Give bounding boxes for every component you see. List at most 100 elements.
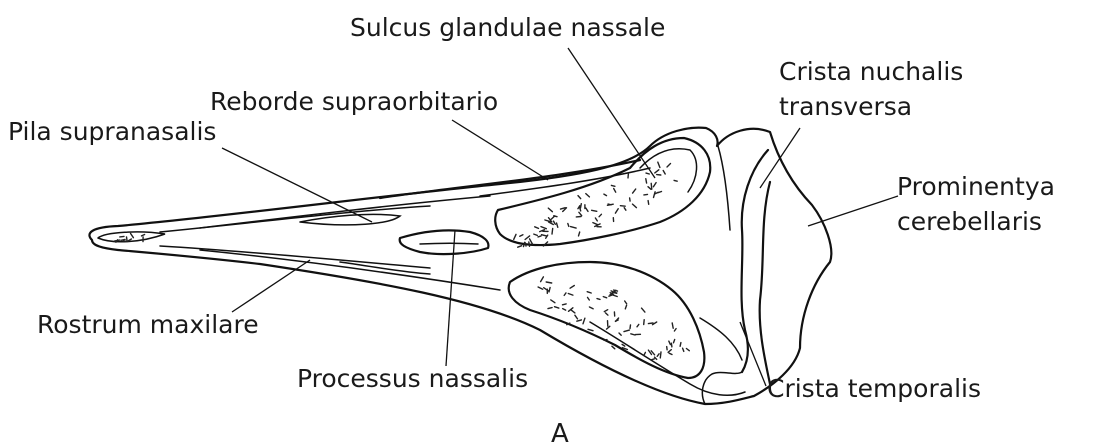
stipple-mark: [648, 323, 653, 324]
stipple-mark: [655, 192, 658, 193]
stipple-mark: [680, 343, 681, 347]
stipple-mark: [674, 340, 675, 343]
stipple-mark: [646, 173, 649, 174]
occipital-ridge: [718, 146, 730, 230]
stipple-mark: [630, 198, 631, 201]
leader-reborde-supraorbitario: [452, 120, 548, 180]
stipple-mark: [525, 243, 526, 246]
stipple-mark: [625, 305, 626, 309]
leader-rostrum-maxilare: [232, 260, 310, 312]
stipple-mark: [653, 183, 656, 187]
stipple-mark: [631, 334, 635, 335]
stipple-mark: [608, 204, 611, 205]
stipple-mark: [583, 318, 585, 324]
stipple-mark: [624, 208, 626, 211]
stipple-mark: [530, 239, 533, 244]
stipple-mark: [633, 189, 636, 193]
stipple-mark: [599, 214, 601, 216]
stipple-mark: [131, 233, 134, 237]
stipple-mark: [612, 346, 615, 349]
stipple-mark: [538, 236, 541, 237]
stipple-mark: [568, 294, 573, 296]
stipple-mark: [644, 352, 646, 355]
stipple-mark: [674, 180, 677, 181]
stipple-mark: [683, 348, 684, 351]
stipple-mark: [577, 320, 582, 321]
stipple-mark: [630, 325, 631, 329]
stipple-mark: [563, 309, 566, 311]
stipple-mark: [644, 194, 648, 195]
stipple-mark: [541, 277, 544, 282]
stipple-mark: [624, 330, 629, 332]
stipple-mark: [657, 354, 659, 357]
stipple-mark: [548, 308, 552, 309]
stipple-mark: [542, 235, 547, 236]
lower-groove: [509, 262, 705, 378]
stipple-mark: [552, 228, 553, 234]
stipple-mark: [644, 320, 645, 325]
stipple-mark: [648, 187, 651, 190]
stipple-mark: [642, 308, 645, 312]
stipple-mark: [535, 227, 539, 229]
stipple-mark: [142, 235, 145, 236]
label-rostrum-maxilare: Rostrum maxilare: [37, 310, 259, 339]
stipple-mark: [563, 304, 567, 305]
leader-prominentya-cerebellaris: [808, 196, 898, 226]
stipple-mark: [554, 216, 557, 217]
stipple-mark: [554, 221, 556, 224]
stipple-mark: [619, 333, 621, 335]
stipple-mark: [669, 353, 672, 354]
upper-groove-inner: [640, 149, 697, 192]
stipple-mark: [658, 162, 660, 167]
stipple-mark: [588, 297, 590, 300]
stipple-mark: [622, 344, 625, 346]
stipple-mark: [549, 222, 554, 225]
label-prominentya-line1: Prominentya: [897, 172, 1055, 201]
stipple-mark: [651, 183, 652, 189]
leader-pila-supranasalis: [222, 148, 372, 222]
stipple-mark: [541, 227, 546, 229]
stipple-mark: [651, 359, 654, 360]
label-crista-temporalis: Crista temporalis: [767, 374, 981, 403]
stipple-mark: [571, 227, 577, 229]
stipple-mark: [663, 171, 665, 175]
stipple-mark: [620, 206, 625, 207]
stipple-mark: [655, 170, 659, 173]
stipple-mark: [518, 246, 522, 248]
upper-groove: [495, 138, 710, 245]
stipple-mark: [595, 218, 597, 221]
stipple-mark: [590, 307, 594, 309]
stipple-mark: [611, 185, 615, 186]
stipple-mark: [570, 286, 574, 289]
stipple-mark: [669, 341, 671, 345]
label-crista-nuchalis-line2: transversa: [779, 92, 912, 121]
stipple-mark: [648, 201, 649, 205]
stipple-mark: [593, 223, 598, 225]
stipple-mark: [514, 234, 516, 239]
stipple-mark: [588, 329, 593, 330]
stipple-mark: [529, 242, 530, 246]
rostrum-lower-line-2: [200, 250, 500, 290]
stipple-mark: [121, 239, 125, 240]
stipple-mark: [127, 237, 128, 241]
stipple-mark: [586, 208, 588, 211]
label-crista-nuchalis-line1: Crista nuchalis: [779, 57, 963, 86]
stipple-mark: [568, 224, 569, 227]
stipple-mark: [548, 208, 552, 212]
stipple-mark: [604, 194, 607, 196]
processus-nasalis-line: [420, 243, 478, 244]
stipple-mark: [667, 164, 671, 168]
label-sulcus-glandulae-nassale: Sulcus glandulae nassale: [350, 13, 665, 42]
stipple-mark: [549, 288, 550, 292]
label-prominentya-line2: cerebellaris: [897, 207, 1042, 236]
stipple-mark: [604, 340, 607, 341]
stipple-mark: [564, 293, 566, 296]
label-processus-nassalis: Processus nassalis: [297, 364, 528, 393]
temporal-crest: [760, 182, 770, 384]
stipple-mark: [660, 352, 661, 358]
stipple-mark: [579, 232, 580, 236]
stipple-mark: [120, 236, 124, 237]
stipple-mark: [654, 192, 656, 198]
stipple-mark: [579, 212, 582, 215]
